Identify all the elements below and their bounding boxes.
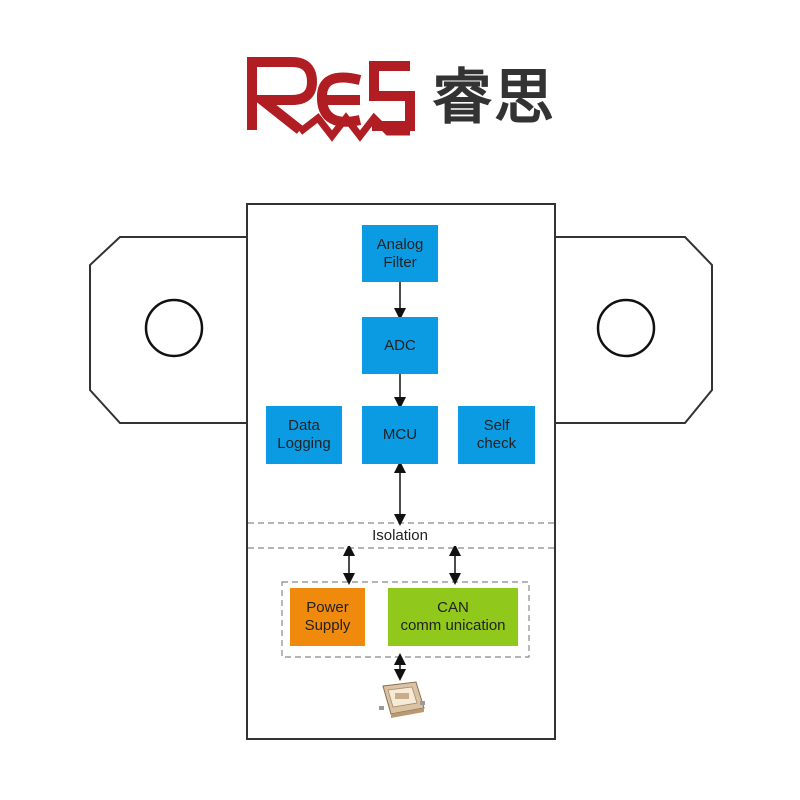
- brand-logo: [247, 57, 415, 142]
- sensor-body: [246, 203, 556, 740]
- isolation-label: Isolation: [340, 526, 460, 546]
- right-mounting-hole: [596, 298, 656, 358]
- self-check-block: Self check: [458, 406, 535, 464]
- res-logo-mark: [247, 57, 415, 142]
- power-supply-block: Power Supply: [290, 588, 365, 646]
- data-logging-block: Data Logging: [266, 406, 342, 464]
- connector-icon: [379, 681, 425, 718]
- left-mounting-hole: [144, 298, 204, 358]
- can-communication-block: CAN comm unication: [388, 588, 518, 646]
- brand-chinese-name: 睿思: [432, 63, 556, 133]
- adc-block: ADC: [362, 317, 438, 374]
- mcu-block: MCU: [362, 406, 438, 464]
- analog-filter-block: Analog Filter: [362, 225, 438, 282]
